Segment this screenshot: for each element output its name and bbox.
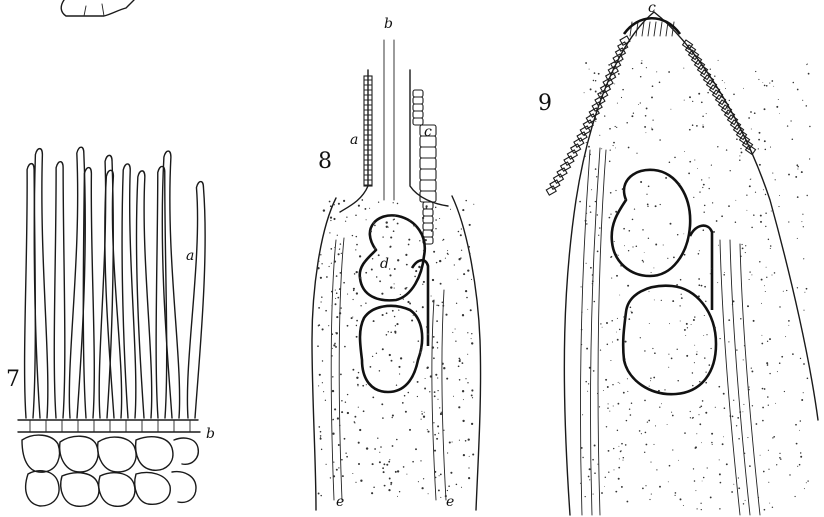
fig8-cell-column-c [413,90,436,244]
hair-cell [54,162,65,418]
figure-8-section: 8 a b c d e e [312,16,481,510]
fig8-label-c: c [424,124,432,140]
hair-cell [122,164,136,418]
fig9-number: 9 [538,91,552,116]
fig7-label-b: b [206,426,215,442]
fig8-label-e-right: e [446,494,454,510]
hair-cell [156,166,167,418]
fig9-label-c: c [648,0,656,16]
figure-9-apex-section: 9 c [538,0,818,515]
fig8-label-b: b [384,16,393,32]
fragment-top-left [61,0,134,16]
fig7-parenchyma [22,435,198,506]
fig8-label-d: d [380,256,389,272]
fig8-number: 8 [318,149,332,174]
fig7-hairs [25,147,206,418]
fig8-label-a: a [350,132,358,148]
hair-cell [34,149,48,418]
fig8-label-e-left: e [336,494,344,510]
fig9-stipple [579,60,810,511]
hair-cell [137,171,152,418]
fig7-basal-cell-row [18,420,200,432]
fig7-number: 7 [6,367,20,392]
hair-cell [187,182,205,418]
figure-7-hair-layer: 7 a b [6,147,215,506]
fig7-label-a: a [186,248,194,264]
